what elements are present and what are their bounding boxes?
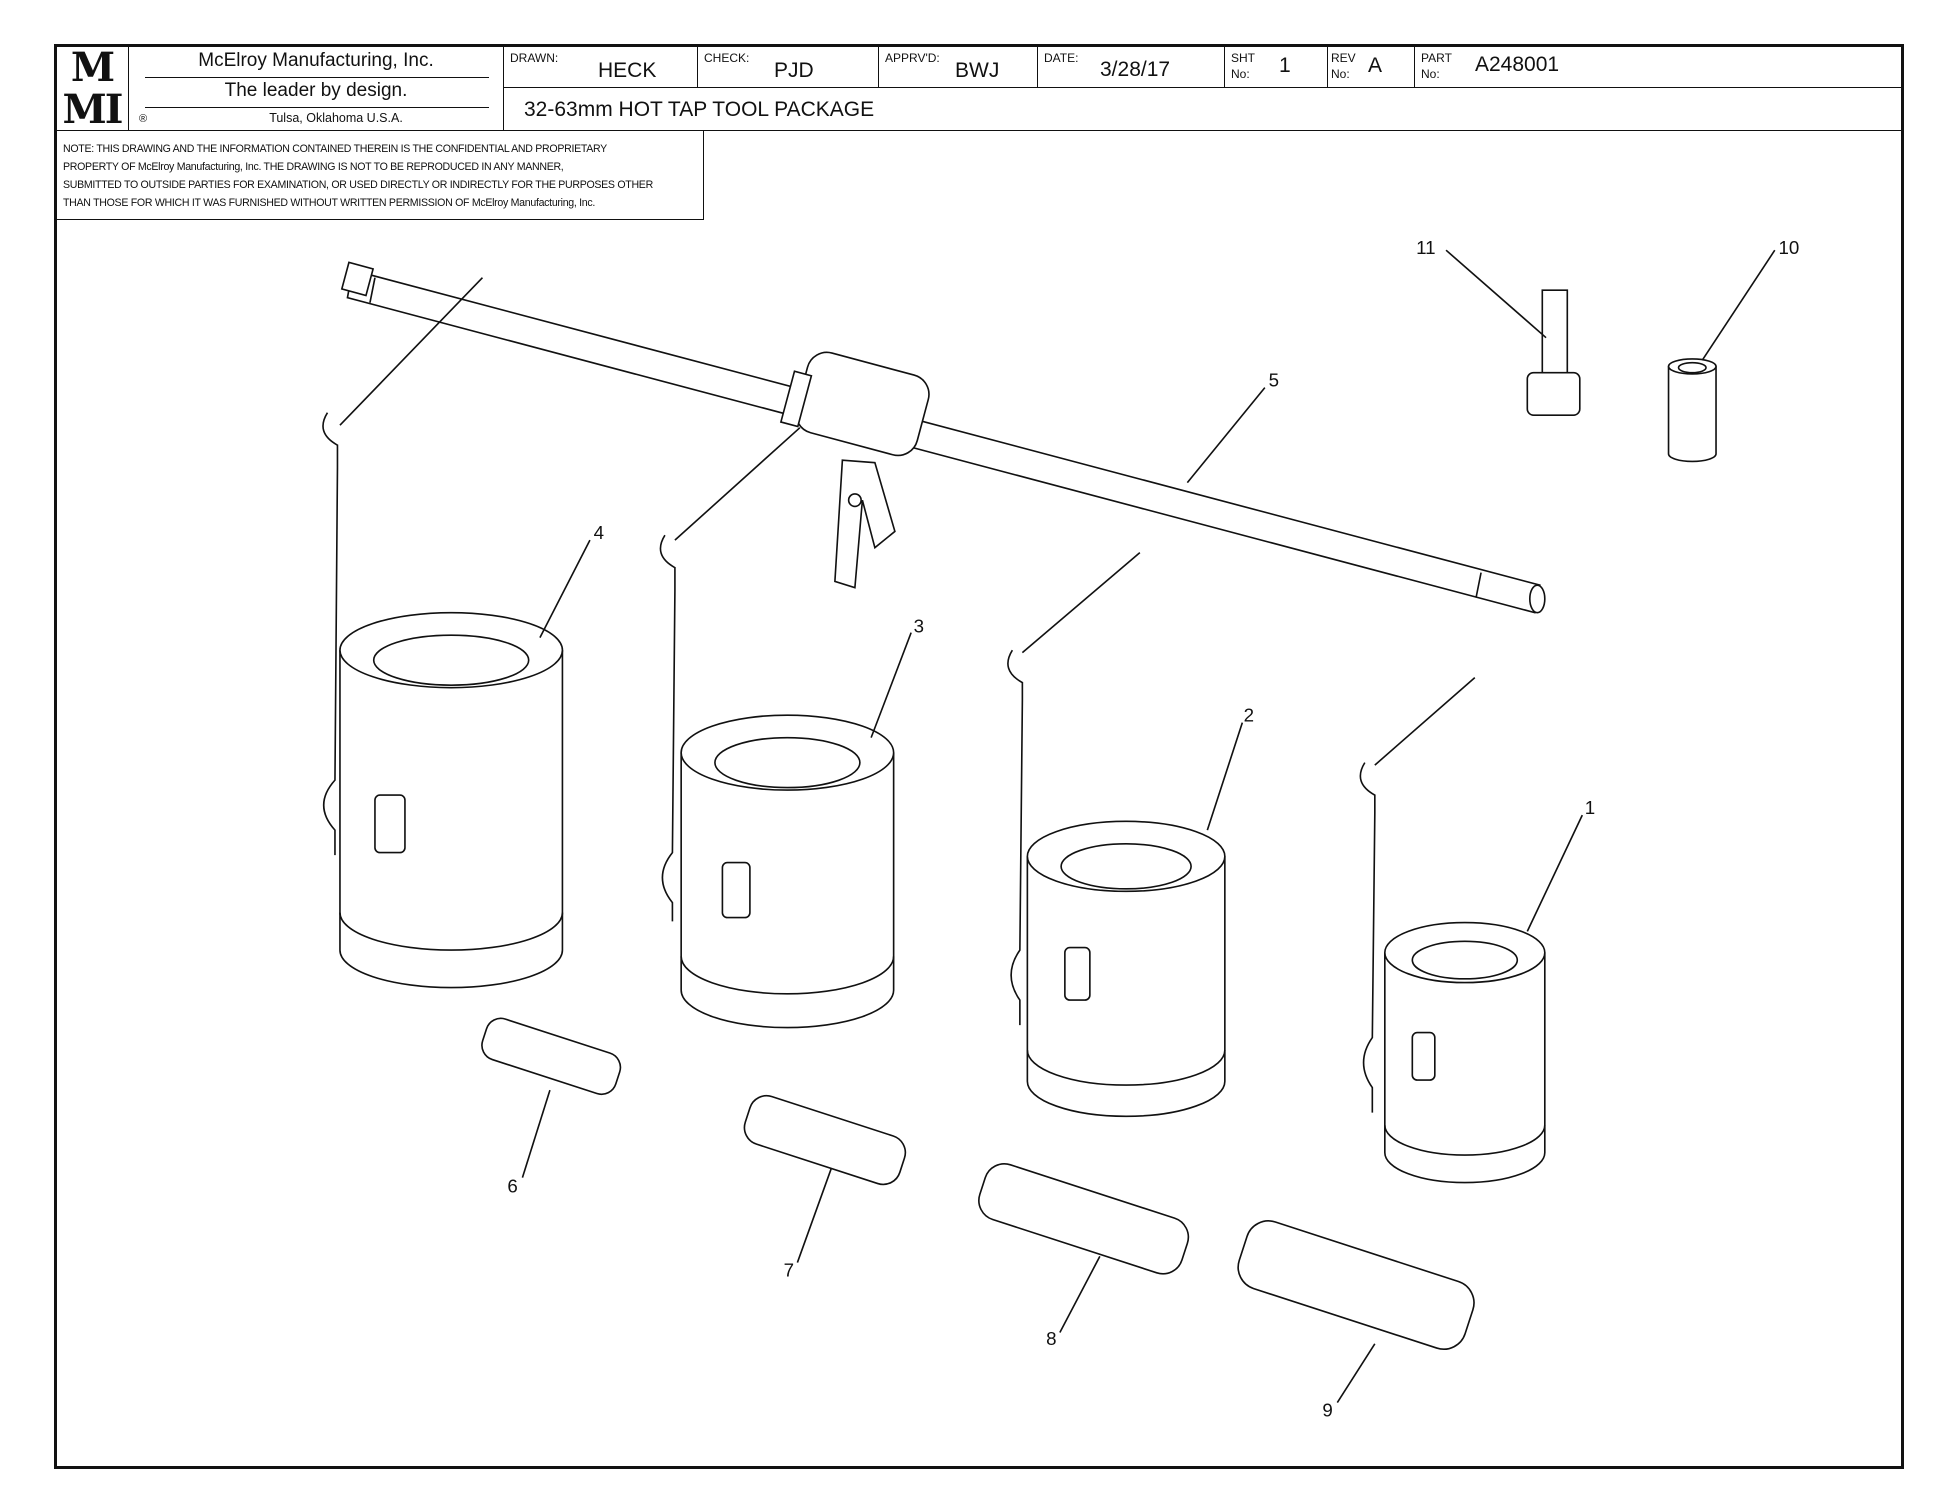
title-block-divider (57, 130, 1904, 131)
drawn-cell: DRAWN: HECK (504, 47, 698, 88)
check-value: PJD (774, 59, 814, 82)
balloon-5: 5 (1269, 369, 1279, 390)
note-line: SUBMITTED TO OUTSIDE PARTIES FOR EXAMINA… (63, 179, 653, 191)
part-5-tbar (340, 261, 1546, 614)
sht-value: 1 (1279, 54, 1291, 77)
part-10-socket (1667, 358, 1717, 463)
balloon-1: 1 (1585, 797, 1595, 818)
drawing-title-cell: 32-63mm HOT TAP TOOL PACKAGE (504, 88, 1901, 131)
balloon-2: 2 (1244, 704, 1254, 725)
registered-mark: ® (139, 113, 148, 125)
mmi-logo: M MI (57, 47, 129, 131)
date-cell: DATE: 3/28/17 (1038, 47, 1225, 88)
rev-cell: REV No: A (1328, 47, 1415, 88)
part-value: A248001 (1475, 53, 1560, 76)
balloon-labels: 1 2 3 4 5 6 7 8 9 10 11 (507, 237, 1799, 1420)
location: Tulsa, Oklahoma U.S.A. (269, 111, 403, 125)
sht-label: SHT (1231, 51, 1255, 65)
apprvd-cell: APPRV'D: BWJ (879, 47, 1038, 88)
balloon-4: 4 (594, 522, 604, 543)
rev-label: REV (1331, 51, 1356, 65)
confidentiality-note: NOTE: THIS DRAWING AND THE INFORMATION C… (57, 131, 704, 220)
leader-lines (521, 249, 1776, 1403)
balloon-6: 6 (507, 1176, 517, 1197)
note-line: NOTE: THIS DRAWING AND THE INFORMATION C… (63, 143, 607, 155)
part-8-cutter (978, 1163, 1190, 1275)
note-line: PROPERTY OF McElroy Manufacturing, Inc. … (63, 161, 564, 173)
rev-no-label: No: (1331, 67, 1350, 81)
part-4-body (339, 611, 564, 989)
balloon-7: 7 (784, 1259, 794, 1280)
note-line: THAN THOSE FOR WHICH IT WAS FURNISHED WI… (63, 197, 596, 209)
company-block: McElroy Manufacturing, Inc. The leader b… (129, 47, 504, 131)
sheet-cell: SHT No: 1 (1225, 47, 1328, 88)
apprvd-value: BWJ (955, 59, 1000, 82)
date-value: 3/28/17 (1100, 58, 1171, 81)
date-label: DATE: (1044, 51, 1079, 65)
apprvd-label: APPRV'D: (885, 51, 940, 65)
drawing-border (54, 44, 1904, 1469)
balloon-8: 8 (1046, 1328, 1056, 1349)
part-cell: PART No: A248001 (1415, 47, 1901, 88)
tagline: The leader by design. (224, 80, 408, 101)
part-3-body (680, 714, 895, 1029)
balloon-11: 11 (1416, 237, 1435, 258)
check-cell: CHECK: PJD (698, 47, 879, 88)
balloon-9: 9 (1322, 1399, 1332, 1420)
drawn-label: DRAWN: (510, 51, 559, 65)
part-9-cutter (1237, 1220, 1475, 1350)
part-2-body (1026, 820, 1226, 1118)
drawn-value: HECK (598, 59, 657, 82)
logo-letters-mi: MI (62, 86, 124, 131)
logo-letter-m: M (70, 47, 115, 91)
part-11-hex-drive (1526, 289, 1581, 416)
lanyards (322, 277, 1476, 1113)
sht-no-label: No: (1231, 67, 1250, 81)
balloon-3: 3 (914, 616, 924, 637)
company-name: McElroy Manufacturing, Inc. (198, 50, 434, 71)
part-no-label: No: (1421, 67, 1440, 81)
part-label: PART (1421, 51, 1452, 65)
balloon-10: 10 (1779, 237, 1800, 258)
part-7-cutter (743, 1094, 907, 1186)
part-1-body (1384, 921, 1546, 1184)
check-label: CHECK: (704, 51, 750, 65)
drawing-title: 32-63mm HOT TAP TOOL PACKAGE (524, 98, 875, 121)
part-6-cutter (481, 1017, 622, 1096)
rev-value: A (1368, 54, 1383, 77)
